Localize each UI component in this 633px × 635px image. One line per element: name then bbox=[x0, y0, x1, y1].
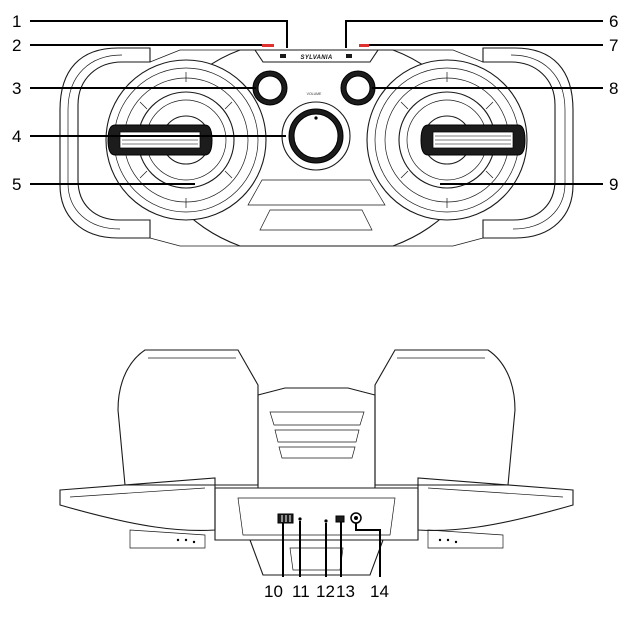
callout-10: 10 bbox=[264, 582, 283, 601]
port-12[interactable] bbox=[324, 519, 328, 523]
callout-12: 12 bbox=[316, 582, 335, 601]
callout-4: 4 bbox=[12, 127, 21, 146]
callout-7: 7 bbox=[609, 36, 618, 55]
volume-knob[interactable] bbox=[281, 101, 351, 171]
right-small-knob[interactable] bbox=[340, 70, 376, 106]
callout-labels: 1 2 3 4 5 6 7 8 9 10 11 12 13 14 bbox=[12, 12, 618, 601]
left-small-knob[interactable] bbox=[252, 70, 288, 106]
right-speaker bbox=[366, 59, 528, 221]
dc-power-switch[interactable] bbox=[277, 513, 294, 524]
left-speaker bbox=[105, 59, 267, 221]
callout-3: 3 bbox=[12, 79, 21, 98]
volume-label: VOLUME bbox=[307, 92, 322, 96]
brand-logo: SYLVANIA bbox=[301, 55, 333, 61]
callout-14: 14 bbox=[370, 582, 389, 601]
callout-6: 6 bbox=[609, 12, 618, 31]
indicator-left-2 bbox=[280, 54, 286, 58]
indicator-led-right bbox=[359, 44, 369, 47]
callout-5: 5 bbox=[12, 175, 21, 194]
callout-11: 11 bbox=[292, 582, 310, 601]
indicator-right-2 bbox=[346, 54, 352, 58]
aux-jack[interactable] bbox=[350, 512, 362, 524]
usb-port[interactable] bbox=[335, 515, 345, 523]
callout-13: 13 bbox=[336, 582, 355, 601]
left-handle bbox=[59, 47, 240, 247]
port-11[interactable] bbox=[298, 517, 302, 521]
callout-lines bbox=[30, 20, 603, 577]
front-view: SYLVANIA bbox=[59, 44, 574, 247]
right-handle bbox=[393, 47, 574, 247]
callout-2: 2 bbox=[12, 36, 21, 55]
rear-view bbox=[59, 349, 574, 576]
callout-8: 8 bbox=[609, 79, 618, 98]
indicator-led-left bbox=[262, 44, 274, 47]
callout-1: 1 bbox=[12, 12, 21, 31]
callout-9: 9 bbox=[609, 175, 618, 194]
